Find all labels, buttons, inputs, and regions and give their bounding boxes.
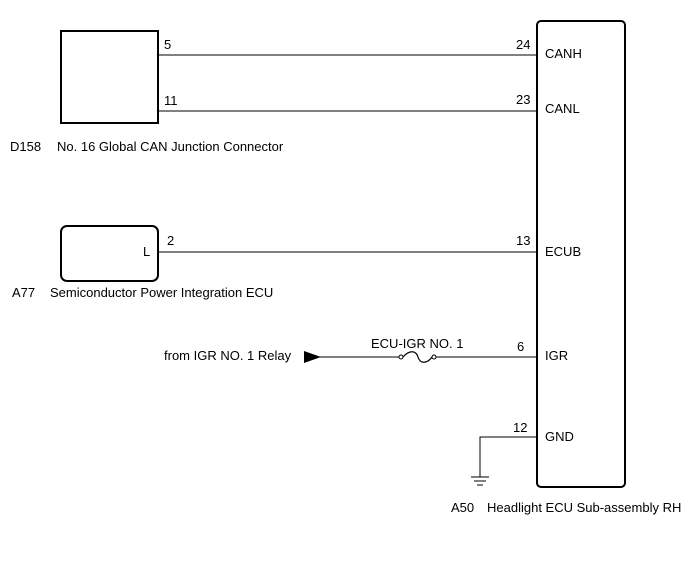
fuse-label: ECU-IGR NO. 1 bbox=[371, 336, 463, 351]
signal-canl: CANL bbox=[545, 101, 580, 116]
a50-pin-24: 24 bbox=[516, 37, 530, 52]
wire-gnd bbox=[479, 436, 537, 477]
a50-name: Headlight ECU Sub-assembly RH bbox=[487, 500, 681, 515]
a50-pin-6: 6 bbox=[517, 339, 524, 354]
signal-igr: IGR bbox=[545, 348, 568, 363]
a77-name: Semiconductor Power Integration ECU bbox=[50, 285, 273, 300]
a50-pin-23: 23 bbox=[516, 92, 530, 107]
d158-pin-11: 11 bbox=[164, 93, 178, 108]
d158-name: No. 16 Global CAN Junction Connector bbox=[57, 139, 284, 154]
power-source-label: from IGR NO. 1 Relay bbox=[164, 348, 292, 363]
d158-connector-box bbox=[60, 30, 159, 124]
fuse-left-terminal bbox=[398, 354, 404, 360]
signal-ecub: ECUB bbox=[545, 244, 581, 259]
signal-canh: CANH bbox=[545, 46, 582, 61]
a50-pin-12: 12 bbox=[513, 420, 527, 435]
a77-inner-label: L bbox=[143, 244, 150, 259]
signal-gnd: GND bbox=[545, 429, 574, 444]
fuse-icon bbox=[402, 351, 433, 363]
a50-code: A50 bbox=[451, 500, 474, 515]
d158-pin-5: 5 bbox=[164, 37, 171, 52]
d158-code: D158 bbox=[10, 139, 41, 154]
ground-icon bbox=[471, 476, 489, 486]
a77-pin-2: 2 bbox=[167, 233, 174, 248]
a50-pin-13: 13 bbox=[516, 233, 530, 248]
a77-code: A77 bbox=[12, 285, 35, 300]
a50-ecu-box bbox=[536, 20, 626, 488]
fuse-right-terminal bbox=[431, 354, 437, 360]
a77-ecu-box bbox=[60, 225, 159, 282]
